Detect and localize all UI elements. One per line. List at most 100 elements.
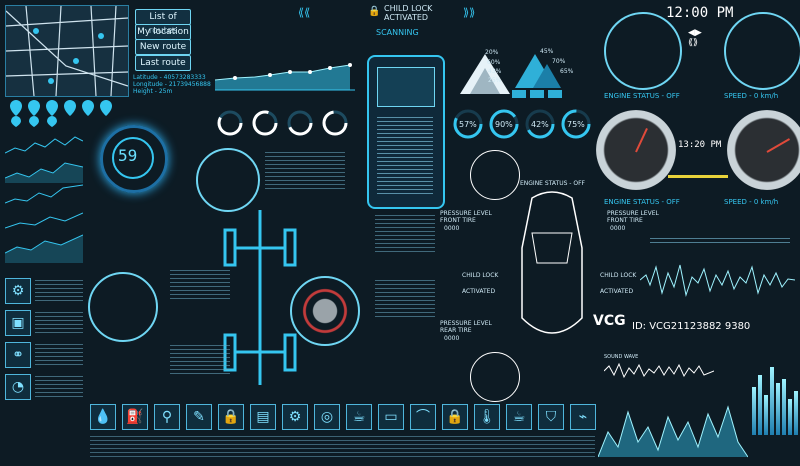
left-feature-list: ⚙ ▣ ⚭ ◔ [5,278,85,408]
last-route-button[interactable]: Last route [135,55,191,71]
piston-circle [196,148,260,212]
lock-icon: 🔒 [368,6,381,17]
pyramid1-label-3: 25% [488,77,502,84]
progress-ring-label-3: 75% [567,120,585,129]
needle-left [635,128,648,153]
map-panel[interactable] [5,5,129,97]
top-line-chart [214,50,355,95]
gas-icon[interactable]: ⛽ [122,404,148,430]
thermo-icon[interactable]: 🌡 [474,404,500,430]
watermark-logo: VCG [593,313,626,329]
pyramid2-label-2: 65% [560,68,574,75]
left-mini-charts [4,133,84,265]
legend-blocks [512,90,582,102]
pressure-front-value: 0000 [444,225,460,232]
phone-checklist [377,117,433,195]
engine-status-car: ENGINE STATUS - OFF [520,180,586,187]
header-arrows-right: ⟫⟫ [463,6,476,19]
pressure-rear-label: PRESSURE LEVEL REAR TIRE [440,320,492,334]
wrench-icon[interactable]: ✎ [186,404,212,430]
drop-icon[interactable]: 💧 [90,404,116,430]
oil-icon[interactable]: ▤ [250,404,276,430]
progress-ring-label-1: 90% [495,120,513,129]
screen-icon[interactable]: ▣ [5,310,31,336]
phone-panel[interactable] [367,55,445,209]
speedometer-icon[interactable]: ◔ [5,374,31,400]
engine-status-top: ENGINE STATUS - OFF [604,92,680,100]
media-controls[interactable]: ◀▶⟪⟫ [688,28,702,48]
progress-ring-0 [453,109,483,139]
pressure-right-value: 0000 [610,225,626,232]
child-lock-left-title: CHILD LOCK [462,272,499,279]
lock-icon-2[interactable]: 🔒 [442,404,468,430]
map-pin-row [8,98,130,128]
speed-mid: SPEED - 0 km/h [724,198,779,206]
list-of-routes-button[interactable]: List of routes [135,9,191,36]
scanning-label: SCANNING [376,28,419,37]
bottom-icon-strip: 💧 ⛽ ⚲ ✎ 🔒 ▤ ⚙ ◎ ☕ ▭ ⌒ 🔒 🌡 ☕ ⛉ ⌁ [90,404,596,462]
small-rings-left [215,108,355,138]
equalizer-panel [752,355,800,435]
progress-ring-label-2: 42% [531,120,549,129]
gear-icon[interactable]: ⚙ [282,404,308,430]
car-seat-circle-top [470,150,520,200]
feature-text-lines-1 [35,280,83,302]
clock-main: 12:00 PM [666,5,734,21]
network-icon[interactable]: ⚭ [5,342,31,368]
speed-top: SPEED - 0 km/h [724,92,779,100]
top-gauge-right [724,12,800,90]
spring-circle [88,272,158,342]
tire-icon[interactable]: ◎ [314,404,340,430]
text-block-4 [375,280,435,320]
height-text: Height - 25m [133,88,173,95]
pyramid1-label-2: 43% [488,68,502,75]
top-gauge-left [604,12,682,90]
progress-ring-3 [561,109,591,139]
header-banner: ⟪⟪ 🔒 CHILD LOCK ACTIVATED ⟫⟫ [298,3,498,23]
speedometer-right [727,110,800,190]
latitude-text: Latitude - 40573283333 [133,74,206,81]
pyramid-chart-2 [515,48,575,93]
car-seat-circle-bottom [470,352,520,402]
seat-icon[interactable]: ⛉ [538,404,564,430]
feature-text-lines-4 [35,376,83,398]
pyramid2-label-1: 70% [552,58,566,65]
cup-icon-2[interactable]: ☕ [506,404,532,430]
lock-icon[interactable]: 🔒 [218,404,244,430]
clock-small: 13:20 PM [678,140,722,150]
child-lock-right-sub: ACTIVATED [600,288,634,295]
belt-icon[interactable]: ⌁ [570,404,596,430]
phone-car-screen [377,67,435,107]
piston-icon[interactable]: ⚲ [154,404,180,430]
child-lock-left-sub: ACTIVATED [462,288,496,295]
child-lock-right-title: CHILD LOCK [600,272,637,279]
header-lock-title: CHILD LOCK [384,4,433,13]
shock-absorber-icon[interactable]: ⚙ [5,278,31,304]
text-block-2 [170,270,230,302]
pressure-right-label: PRESSURE LEVEL FRONT TIRE [607,210,659,224]
header-lock-sub: ACTIVATED [384,13,429,22]
pyramid1-label-0: 20% [485,49,499,56]
progress-ring-1 [489,109,519,139]
battery-icon[interactable]: ▭ [378,404,404,430]
new-route-button[interactable]: New route [135,39,191,55]
wiper-icon[interactable]: ⌒ [410,404,436,430]
cup-icon[interactable]: ☕ [346,404,372,430]
sound-wave-chart [603,360,715,382]
car-top-view [512,188,592,348]
pyramid2-label-0: 45% [540,48,554,55]
pyramid1-label-1: 60% [487,59,501,66]
gauge-value: 59 [118,146,138,165]
center-gauge-ring [100,125,168,193]
progress-rings [452,108,592,140]
text-block-3 [375,215,435,255]
pyramid-chart-1 [460,50,530,95]
my-location-button[interactable]: My location [135,24,191,40]
bottom-area-chart [597,392,749,462]
speedometer-left [596,110,676,190]
map-streets [6,6,128,96]
needle-right [766,138,791,153]
icon-row-right [650,238,790,246]
engine-status-mid: ENGINE STATUS - OFF [604,198,680,206]
fuel-bar [668,175,728,178]
